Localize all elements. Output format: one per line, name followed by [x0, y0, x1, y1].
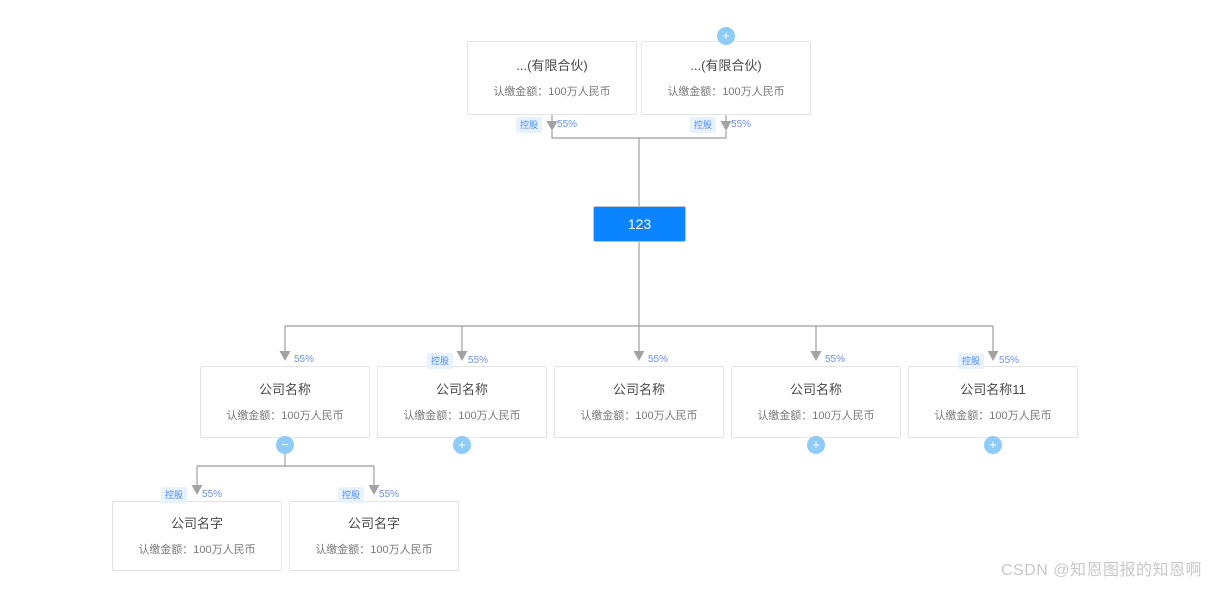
expand-toggle-plus-icon[interactable]: +	[807, 436, 825, 454]
node-amount: 认缴金额：100万人民币	[138, 543, 256, 556]
collapse-toggle-minus-icon[interactable]: −	[276, 436, 294, 454]
edge-percent: 55%	[731, 119, 752, 130]
edge-percent: 55%	[202, 489, 223, 500]
shareholder-node[interactable]: ...(有限合伙) 认缴金额：100万人民币	[641, 41, 811, 115]
edge-label: 55%	[294, 353, 314, 367]
node-amount: 认缴金额：100万人民币	[226, 409, 344, 422]
shareholder-node[interactable]: ...(有限合伙) 认缴金额：100万人民币	[467, 41, 637, 115]
edge-label: 控股 55%	[427, 353, 488, 369]
grandchild-node[interactable]: 公司名字 认缴金额：100万人民币	[112, 501, 282, 571]
node-title: 公司名称11	[960, 381, 1026, 397]
node-title: 公司名字	[347, 515, 400, 531]
edge-label: 控股 55%	[516, 117, 577, 133]
edge-percent: 55%	[468, 355, 489, 366]
expand-toggle-plus-icon[interactable]: +	[984, 436, 1002, 454]
node-title: 公司名称	[435, 381, 488, 397]
edge-label: 控股 55%	[690, 117, 751, 133]
node-amount: 认缴金额：100万人民币	[403, 409, 521, 422]
edge-label: 55%	[825, 353, 845, 367]
node-title: 公司名称	[258, 381, 311, 397]
subsidiary-node[interactable]: 公司名称 认缴金额：100万人民币	[377, 366, 547, 438]
edge-percent: 55%	[999, 355, 1020, 366]
edge-label: 控股 55%	[958, 353, 1019, 369]
edge-label: 控股 55%	[161, 487, 222, 503]
holding-tag: 控股	[338, 487, 365, 503]
subsidiary-node[interactable]: 公司名称 认缴金额：100万人民币	[731, 366, 901, 438]
watermark-text: CSDN @知恩图报的知恩啊	[1000, 562, 1202, 579]
edge-percent: 55%	[294, 354, 315, 365]
grandchild-node[interactable]: 公司名字 认缴金额：100万人民币	[289, 501, 459, 571]
edge-percent: 55%	[379, 489, 400, 500]
holding-tag: 控股	[690, 117, 717, 133]
root-title: 123	[627, 216, 652, 232]
node-title: 公司名称	[612, 381, 665, 397]
expand-toggle-plus-icon[interactable]: +	[717, 27, 735, 45]
node-amount: 认缴金额：100万人民币	[315, 543, 433, 556]
node-title: ...(有限合伙)	[516, 57, 588, 73]
edge-label: 55%	[648, 353, 668, 367]
holding-tag: 控股	[427, 353, 454, 369]
subsidiary-node[interactable]: 公司名称 认缴金额：100万人民币	[554, 366, 724, 438]
node-amount: 认缴金额：100万人民币	[934, 409, 1052, 422]
holding-tag: 控股	[516, 117, 543, 133]
node-title: 公司名字	[170, 515, 223, 531]
expand-toggle-plus-icon[interactable]: +	[453, 436, 471, 454]
holding-tag: 控股	[161, 487, 188, 503]
root-company-node[interactable]: 123	[593, 206, 686, 242]
subsidiary-node[interactable]: 公司名称 认缴金额：100万人民币	[200, 366, 370, 438]
edge-label: 控股 55%	[338, 487, 399, 503]
node-amount: 认缴金额：100万人民币	[757, 409, 875, 422]
edge-percent: 55%	[557, 119, 578, 130]
edge-percent: 55%	[825, 354, 846, 365]
node-amount: 认缴金额：100万人民币	[667, 85, 785, 98]
subsidiary-node[interactable]: 公司名称11 认缴金额：100万人民币	[908, 366, 1078, 438]
node-amount: 认缴金额：100万人民币	[493, 85, 611, 98]
node-title: 公司名称	[789, 381, 842, 397]
node-amount: 认缴金额：100万人民币	[580, 409, 698, 422]
edge-percent: 55%	[648, 354, 669, 365]
node-title: ...(有限合伙)	[690, 57, 762, 73]
holding-tag: 控股	[958, 353, 985, 369]
